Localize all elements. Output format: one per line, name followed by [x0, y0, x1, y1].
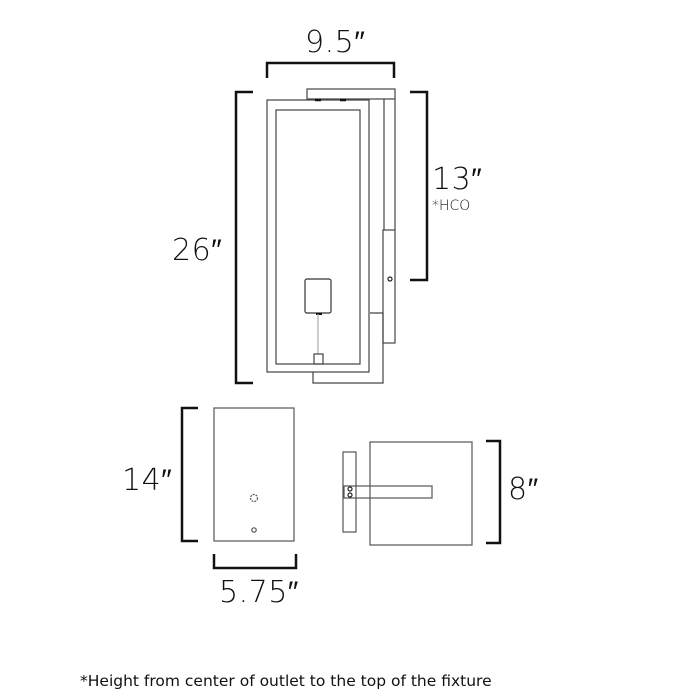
depth-bracket — [486, 439, 502, 545]
hco-height-label: 13″ — [432, 162, 483, 197]
backplate-height-label: 14″ — [122, 463, 173, 498]
hco-label: *HCO — [432, 198, 471, 214]
dimension-brackets — [180, 61, 502, 570]
width-label: 9.5″ — [305, 25, 366, 60]
footnote: *Height from center of outlet to the top… — [80, 672, 492, 690]
width-bracket — [265, 61, 396, 78]
depth-label: 8″ — [508, 472, 539, 507]
front-view — [266, 88, 396, 384]
hco-bracket — [410, 90, 429, 282]
backplate-view — [213, 407, 295, 542]
overall-height-label: 26″ — [172, 233, 223, 268]
overall-height-bracket — [234, 90, 253, 385]
backplate-height-bracket — [180, 406, 198, 543]
backplate-width-label: 5.75″ — [219, 575, 299, 610]
backplate-width-bracket — [212, 554, 298, 570]
side-view — [342, 441, 473, 546]
